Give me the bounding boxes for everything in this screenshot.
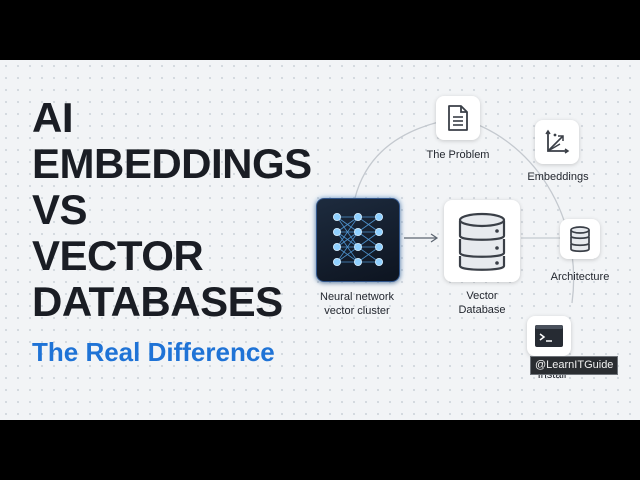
title-line-2: EMBEDDINGS bbox=[32, 140, 312, 187]
the-problem-label: The Problem bbox=[426, 149, 490, 161]
vector-database-node bbox=[444, 200, 520, 282]
database-icon bbox=[458, 212, 506, 271]
architecture-label: Architecture bbox=[550, 271, 610, 283]
the-problem-node bbox=[436, 96, 480, 140]
embeddings-node bbox=[535, 120, 579, 164]
channel-watermark: @LearnITGuide bbox=[530, 356, 619, 375]
neural-network-label: Neural network vector cluster bbox=[320, 291, 394, 317]
title-line-3: VS bbox=[32, 186, 88, 233]
title-line-4: VECTOR bbox=[32, 232, 204, 279]
main-title: AI EMBEDDINGS VS VECTOR DATABASES bbox=[32, 95, 312, 325]
thumbnail-stage: AI EMBEDDINGS VS VECTOR DATABASES The Re… bbox=[0, 60, 640, 420]
title-line-5: DATABASES bbox=[32, 278, 283, 325]
vector-database-label: Vector Database bbox=[458, 290, 506, 316]
install-node bbox=[527, 316, 571, 356]
arrow-icon bbox=[404, 233, 439, 243]
embeddings-label: Embeddings bbox=[527, 171, 589, 183]
subtitle: The Real Difference bbox=[32, 337, 275, 367]
neural-network-icon bbox=[332, 213, 384, 267]
architecture-node bbox=[560, 219, 600, 259]
terminal-icon bbox=[535, 325, 563, 347]
document-icon bbox=[448, 105, 468, 131]
title-line-1: AI bbox=[32, 94, 73, 141]
database-icon bbox=[570, 226, 590, 253]
diagram-connectors bbox=[354, 117, 575, 304]
neural-network-node bbox=[316, 198, 400, 282]
vector-axes-icon bbox=[545, 129, 570, 154]
flow-arc bbox=[457, 117, 575, 304]
